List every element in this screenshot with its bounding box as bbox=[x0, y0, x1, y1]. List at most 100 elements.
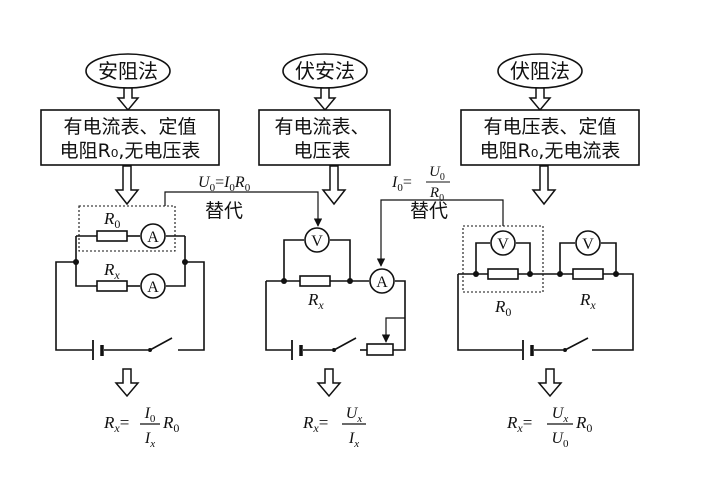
svg-text:Rx=: Rx= bbox=[103, 413, 129, 435]
method-3-voltmeter-right bbox=[575, 230, 601, 256]
method-3-resistor-r0 bbox=[487, 268, 519, 280]
method-2-wire bbox=[283, 239, 304, 281]
substitution-1-line bbox=[164, 191, 323, 227]
method-2-wire bbox=[265, 281, 291, 351]
method-2-rheostat-slider bbox=[381, 317, 405, 343]
method-2-arrow-down-2 bbox=[321, 165, 347, 206]
svg-text:Rx=: Rx= bbox=[506, 413, 532, 435]
method-2-desc-line1: 有电流表、 bbox=[274, 116, 369, 138]
method-1-ammeter-bottom bbox=[140, 273, 166, 299]
method-2-wire bbox=[393, 280, 406, 351]
svg-text:Ux: Ux bbox=[552, 405, 569, 425]
method-3-rx-label: Rx bbox=[579, 290, 596, 312]
method-1-switch-pivot bbox=[148, 348, 152, 352]
method-3-description-box bbox=[460, 109, 640, 166]
method-2-formula: Rx= Ux Ix bbox=[302, 405, 366, 450]
method-1-arrow-result bbox=[114, 368, 140, 398]
method-3-junction bbox=[473, 271, 479, 277]
method-3-wire bbox=[516, 242, 531, 274]
method-2-resistor-rx bbox=[299, 275, 331, 287]
method-1-wire bbox=[166, 236, 186, 287]
method-3-junction bbox=[557, 271, 563, 277]
method-2-rx-label: Rx bbox=[307, 290, 324, 312]
method-1-wire bbox=[55, 261, 92, 351]
substitution-1-equation: U0=I0R0 bbox=[198, 174, 251, 194]
method-2-ammeter bbox=[369, 268, 395, 294]
method-1-ammeter-top-symbol: A bbox=[147, 229, 159, 246]
method-1-r0-dotted-group bbox=[78, 205, 176, 252]
svg-text:Ix: Ix bbox=[144, 430, 155, 450]
method-3-desc-line2: 电阻R₀,无电流表 bbox=[480, 140, 621, 162]
method-1-r0-label: R0 bbox=[103, 209, 120, 231]
svg-text:R0: R0 bbox=[162, 413, 179, 435]
method-3-r0-label: R0 bbox=[494, 297, 511, 319]
method-3-junction bbox=[527, 271, 533, 277]
method-1-formula: Rx= I0 Ix R0 bbox=[103, 405, 179, 450]
method-3-desc-line1: 有电压表、定值 bbox=[483, 116, 616, 138]
substitution-2-label: 替代 bbox=[410, 200, 448, 222]
method-3-arrow-result bbox=[537, 368, 563, 398]
method-3-arrow-down-2 bbox=[531, 165, 557, 206]
method-2-title: 伏安法 bbox=[295, 59, 355, 83]
method-3-title: 伏阻法 bbox=[510, 59, 570, 83]
svg-text:U0: U0 bbox=[551, 430, 569, 450]
method-2-voltmeter-symbol: V bbox=[311, 233, 323, 250]
method-1-arrow-down-1 bbox=[116, 87, 140, 112]
method-2-arrow-result bbox=[316, 368, 342, 398]
method-2-switch-pivot bbox=[332, 348, 336, 352]
substitution-2-equation: I0= U0 R0 bbox=[391, 164, 450, 204]
substitution-1: U0=I0R0 替代 bbox=[164, 174, 323, 227]
svg-text:U0: U0 bbox=[429, 164, 445, 183]
method-1-ammeter-bottom-symbol: A bbox=[147, 279, 159, 296]
substitution-1-label: 替代 bbox=[205, 200, 243, 222]
method-3-voltmeter-left-symbol: V bbox=[497, 236, 509, 253]
method-2-voltmeter bbox=[304, 227, 330, 253]
method-3-wire bbox=[601, 242, 617, 274]
method-2-description-box bbox=[258, 109, 391, 166]
method-1-title: 安阻法 bbox=[98, 59, 158, 83]
method-3-wire bbox=[457, 274, 522, 351]
method-2-junction bbox=[281, 278, 287, 284]
method-1-rx-label: Rx bbox=[103, 260, 120, 282]
method-3-wire bbox=[559, 242, 575, 274]
method-3-column: 伏阻法 有电压表、定值 电阻R₀,无电流表 V V R0 Rx bbox=[457, 53, 640, 450]
method-1-junction bbox=[182, 259, 188, 265]
svg-text:Rx=: Rx= bbox=[302, 413, 328, 435]
method-2-wire bbox=[330, 239, 351, 281]
method-1-switch bbox=[149, 337, 173, 351]
method-1-description-box bbox=[40, 109, 220, 166]
method-2-desc-line2: 电压表 bbox=[293, 140, 350, 162]
svg-text:Ix: Ix bbox=[348, 430, 359, 450]
method-1-desc-line2: 电阻R₀,无电压表 bbox=[60, 140, 201, 162]
method-3-resistor-rx bbox=[572, 268, 604, 280]
substitution-2: I0= U0 R0 替代 bbox=[376, 164, 504, 267]
method-3-r0-dotted-group bbox=[462, 225, 544, 293]
method-2-junction bbox=[347, 278, 353, 284]
method-3-switch bbox=[564, 337, 589, 351]
method-3-wire bbox=[592, 273, 634, 351]
method-3-wire bbox=[475, 242, 490, 274]
method-2-column: 伏安法 有电流表、 电压表 V Rx A bbox=[258, 53, 406, 450]
substitution-2-line bbox=[376, 199, 504, 267]
method-3-voltmeter-right-symbol: V bbox=[582, 236, 594, 253]
method-2-ammeter-symbol: A bbox=[376, 274, 388, 291]
method-3-junction bbox=[613, 271, 619, 277]
method-3-voltmeter-left bbox=[490, 230, 516, 256]
method-1-ammeter-top bbox=[140, 223, 166, 249]
method-2-rheostat bbox=[366, 343, 394, 356]
method-2-arrow-down-1 bbox=[313, 87, 337, 112]
svg-text:I0=: I0= bbox=[391, 174, 412, 194]
method-1-resistor-rx bbox=[96, 280, 128, 292]
method-1-column: 安阻法 有电流表、定值 电阻R₀,无电压表 R0 Rx bbox=[40, 53, 220, 450]
method-1-desc-line1: 有电流表、定值 bbox=[63, 116, 196, 138]
method-3-switch-pivot bbox=[563, 348, 567, 352]
method-2-switch bbox=[333, 337, 357, 351]
svg-text:Ux: Ux bbox=[346, 405, 363, 425]
method-1-wire bbox=[75, 236, 97, 287]
method-3-arrow-down-1 bbox=[528, 87, 552, 112]
svg-text:R0: R0 bbox=[575, 413, 592, 435]
method-1-junction bbox=[73, 259, 79, 265]
method-1-resistor-r0 bbox=[96, 230, 128, 242]
